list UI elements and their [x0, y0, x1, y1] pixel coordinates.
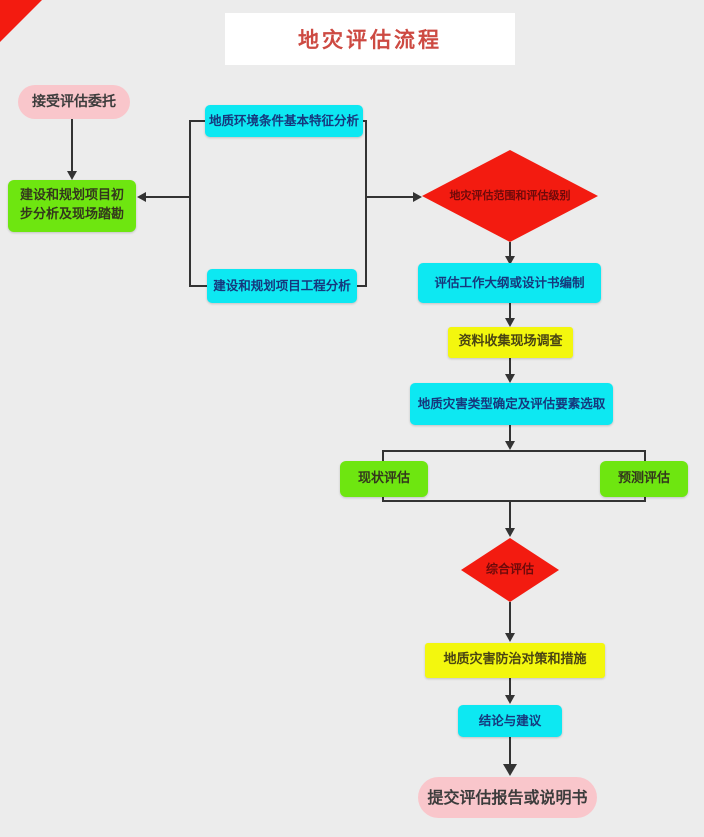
connector-line	[509, 602, 511, 635]
connector-line	[509, 500, 511, 529]
arrowhead-down-icon	[505, 441, 515, 450]
connector-line	[383, 500, 646, 502]
connector-line	[509, 425, 511, 443]
node-start: 接受评估委托	[18, 85, 130, 119]
arrowhead-down-icon	[505, 633, 515, 642]
arrowhead-down-icon	[67, 171, 77, 180]
node-comprehensive-assess: 综合评估	[461, 538, 559, 602]
connector-line	[189, 120, 206, 122]
arrowhead-down-icon	[505, 528, 515, 537]
connector-line	[509, 678, 511, 697]
node-scope-decision: 地灾评估范围和评估级别	[422, 150, 598, 242]
connector-line	[189, 285, 208, 287]
node-end: 提交评估报告或说明书	[418, 777, 597, 818]
node-conclusion: 结论与建议	[458, 705, 562, 737]
connector-line	[509, 737, 511, 765]
arrowhead-down-icon	[505, 256, 515, 265]
node-initial-analysis: 建设和规划项目初步分析及现场踏勘	[8, 180, 136, 232]
node-type-selection: 地质灾害类型确定及评估要素选取	[410, 383, 613, 425]
arrowhead-down-icon	[505, 374, 515, 383]
connector-line	[356, 285, 367, 287]
connector-line	[189, 120, 191, 287]
node-env-analysis: 地质环境条件基本特征分析	[205, 105, 363, 137]
arrowhead-down-icon	[505, 318, 515, 327]
connector-line	[146, 196, 190, 198]
arrowhead-right-icon	[413, 192, 422, 202]
connector-line	[509, 303, 511, 320]
page-title: 地灾评估流程	[225, 13, 515, 65]
connector-line	[509, 242, 511, 258]
arrowhead-down-icon	[503, 764, 517, 776]
node-outline: 评估工作大纲或设计书编制	[418, 263, 601, 303]
node-measures: 地质灾害防治对策和措施	[425, 643, 605, 678]
connector-line	[509, 358, 511, 376]
node-data-collection: 资料收集现场调查	[448, 327, 573, 358]
red-corner-decoration	[0, 0, 42, 42]
arrowhead-down-icon	[505, 695, 515, 704]
connector-line	[71, 118, 73, 172]
node-current-assess: 现状评估	[340, 461, 428, 497]
connector-line	[383, 450, 646, 452]
node-eng-analysis: 建设和规划项目工程分析	[207, 269, 357, 303]
connector-line	[365, 120, 367, 287]
arrowhead-left-icon	[137, 192, 146, 202]
node-predict-assess: 预测评估	[600, 461, 688, 497]
connector-line	[365, 196, 414, 198]
